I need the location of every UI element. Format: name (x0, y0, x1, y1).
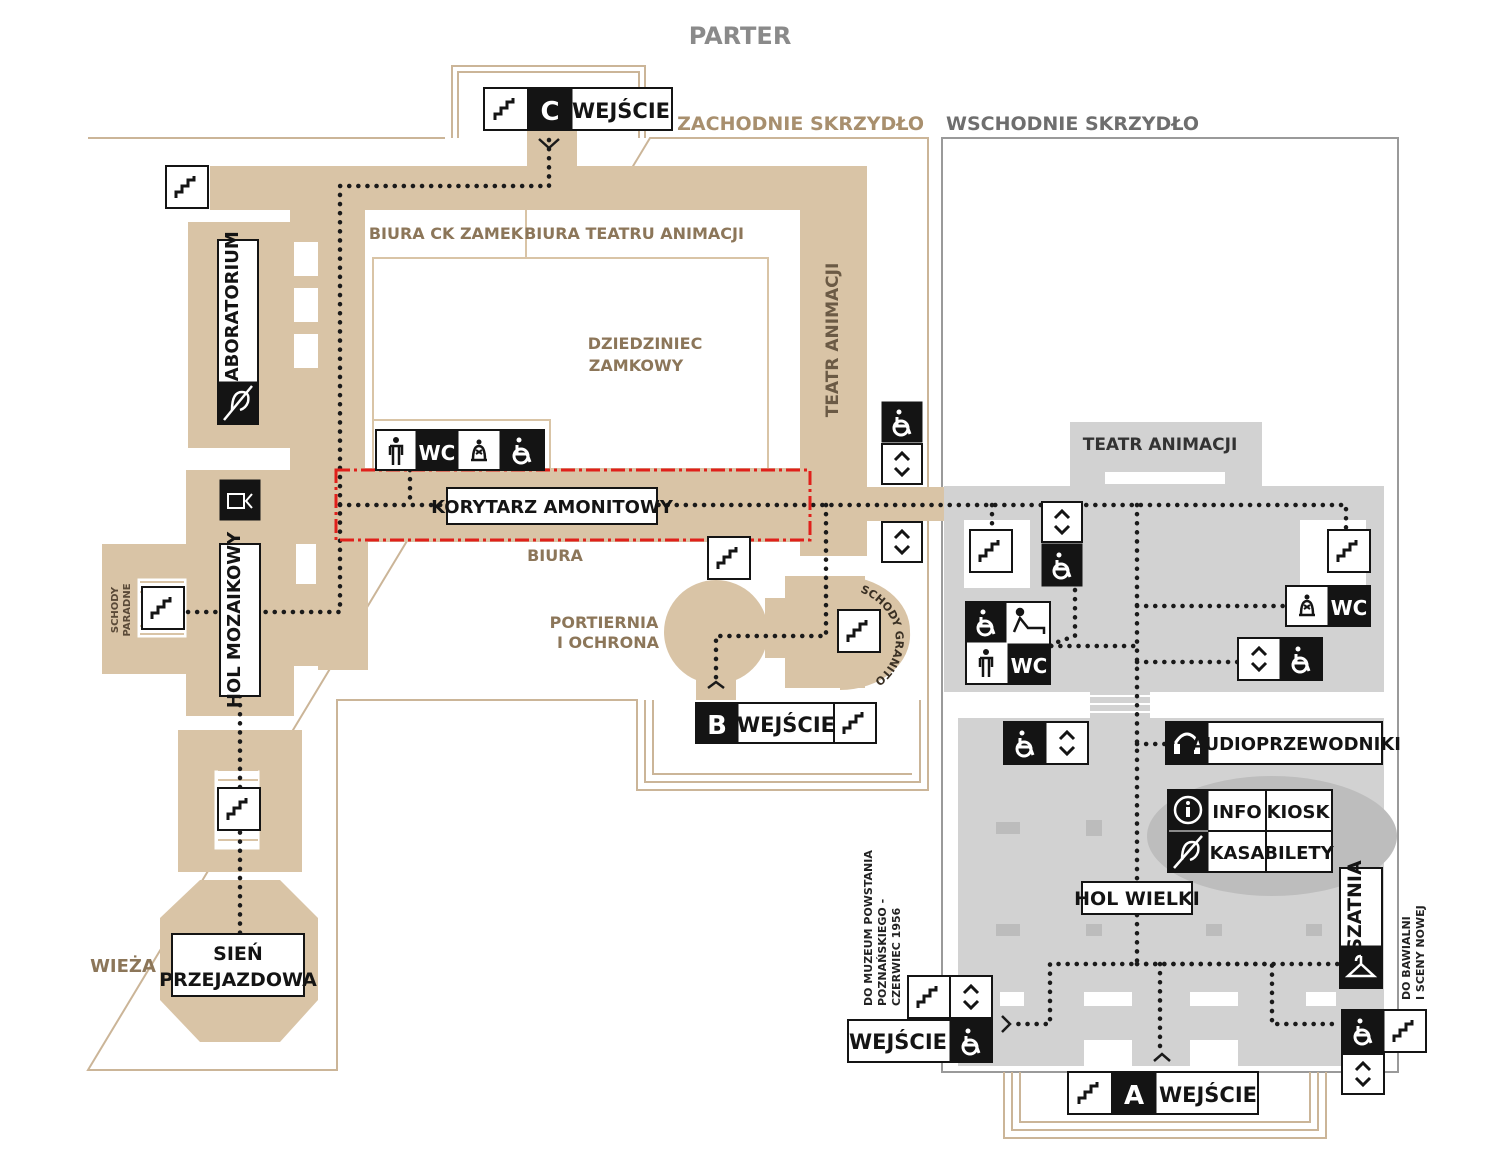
lift-sign-west-2[interactable] (881, 521, 923, 563)
label-teatr-animacji-west: TEATR ANIMACJI (823, 263, 843, 418)
kasa-label: KASA (1210, 843, 1265, 864)
label-portiernia-2: I OCHRONA (557, 633, 660, 652)
hearing-loop-icon (1173, 835, 1203, 869)
entrance-a-sign[interactable]: A WEJŚCIE (1067, 1071, 1259, 1115)
bilety-label: BILETY (1264, 843, 1334, 864)
stairs-sign-northwest[interactable] (165, 165, 209, 209)
west-wing-cutouts (136, 210, 800, 851)
entrance-b-sign[interactable]: B WEJŚCIE (695, 702, 877, 744)
korytarz-label: KORYTARZ AMONITOWY (431, 497, 674, 518)
side-entrance-right-sign[interactable] (1341, 1009, 1427, 1095)
camera-icon (227, 493, 253, 509)
hol-wielki-sign[interactable]: HOL WIELKI (1074, 881, 1200, 915)
audioguides-sign[interactable]: AUDIOPRZEWODNIKI (1165, 721, 1401, 765)
audioguides-label: AUDIOPRZEWODNIKI (1191, 734, 1401, 755)
highlight-korytarz (334, 468, 812, 542)
camera-sign[interactable] (219, 479, 261, 521)
label-wieza: WIEŻA (90, 955, 156, 977)
laboratorium-sign[interactable]: LABORATORIUM (217, 231, 259, 425)
side-entrance-label: WEJŚCIE (849, 1029, 947, 1054)
korytarz-amonitowy-sign[interactable]: KORYTARZ AMONITOWY (431, 487, 674, 525)
entrance-c-sign[interactable]: C WEJŚCIE (483, 87, 673, 131)
stairs-sign-granitowe[interactable] (837, 609, 881, 653)
stairs-sign-east-right[interactable] (1327, 529, 1371, 573)
hol-mozaikowy-label: HOL MOZAIKOWY (224, 531, 245, 708)
szatnia-label: SZATNIA (1344, 860, 1366, 952)
stairs-sign-east-left[interactable] (969, 529, 1013, 573)
stairs-sign-tower[interactable] (217, 787, 261, 831)
wc-label-east-right: WC (1331, 596, 1368, 620)
label-biura: BIURA (527, 546, 583, 565)
szatnia-sign[interactable]: SZATNIA (1339, 860, 1383, 989)
accessible-lift-sign-east[interactable] (1041, 501, 1083, 587)
hearing-loop-icon (223, 385, 253, 421)
side-entrance-sign[interactable]: WEJŚCIE (847, 975, 993, 1063)
stairs-sign-paradne[interactable] (141, 586, 185, 630)
info-icon (1173, 795, 1203, 825)
wc-sign-east-left[interactable]: WC (965, 601, 1051, 685)
accessible-lift-sign-west[interactable] (881, 401, 923, 485)
wc-sign-west[interactable]: WC (375, 429, 545, 471)
headphones-icon (1174, 732, 1200, 754)
label-biura-teatru: BIURA TEATRU ANIMACJI (524, 224, 744, 243)
changing-table-icon (1012, 607, 1046, 634)
accessible-lift-sign-east-right[interactable] (1237, 637, 1323, 681)
wc-label-west: WC (419, 441, 456, 465)
label-bawialni-2: I SCENY NOWEJ (1414, 905, 1427, 1000)
entrance-a-label: WEJŚCIE (1159, 1082, 1257, 1107)
info-ticket-sign[interactable]: INFO KIOSK KASA BILETY (1167, 789, 1335, 873)
entrance-c-label: WEJŚCIE (572, 98, 670, 123)
sien-label-2: PRZEJAZDOWA (159, 969, 317, 991)
east-wing-marks (996, 820, 1322, 936)
label-bawialni-1: DO BAWIALNI (1400, 916, 1413, 1000)
label-schody-paradne-1: SCHODY (110, 586, 121, 633)
label-biura-ck-zamek: BIURA CK ZAMEK (369, 224, 524, 243)
label-schody-paradne-2: PARADNE (122, 583, 133, 636)
accessible-lift-sign-hol[interactable] (1003, 721, 1089, 765)
label-dziedziniec-2: ZAMKOWY (589, 356, 684, 375)
east-wing-label: WSCHODNIE SKRZYDŁO (946, 113, 1199, 135)
entrance-a-letter: A (1124, 1081, 1144, 1111)
path-arrows (538, 138, 1171, 1062)
kiosk-label: KIOSK (1267, 802, 1331, 823)
label-dziedziniec-1: DZIEDZINIEC (588, 334, 703, 353)
wc-sign-east-right[interactable]: WC (1285, 585, 1371, 627)
label-museum-2: POZNAŃSKIEGO - (876, 899, 889, 1006)
entrance-b-letter: B (707, 711, 727, 741)
wc-label-east-left: WC (1011, 654, 1048, 678)
entrance-c-letter: C (540, 97, 559, 127)
hanger-icon (1344, 954, 1378, 978)
west-wing-outline (86, 65, 929, 1071)
hol-mozaikowy-sign[interactable]: HOL MOZAIKOWY (219, 531, 261, 708)
laboratorium-label: LABORATORIUM (222, 231, 243, 392)
stairs-sign-biura[interactable] (707, 536, 751, 580)
entrance-b-label: WEJŚCIE (737, 712, 835, 737)
hol-wielki-label: HOL WIELKI (1074, 888, 1200, 910)
label-museum-3: CZERWIEC 1956 (890, 907, 903, 1006)
label-museum-1: DO MUZEUM POWSTANIA (862, 850, 875, 1006)
sien-label-1: SIEŃ (213, 942, 263, 965)
label-portiernia-1: PORTIERNIA (550, 613, 659, 632)
west-wing-label: ZACHODNIE SKRZYDŁO (677, 113, 924, 135)
floor-title: PARTER (689, 22, 792, 50)
info-label: INFO (1212, 802, 1261, 823)
sien-przejazdowa-sign[interactable]: SIEŃ PRZEJAZDOWA (159, 933, 317, 997)
label-teatr-animacji-east: TEATR ANIMACJI (1083, 435, 1238, 455)
